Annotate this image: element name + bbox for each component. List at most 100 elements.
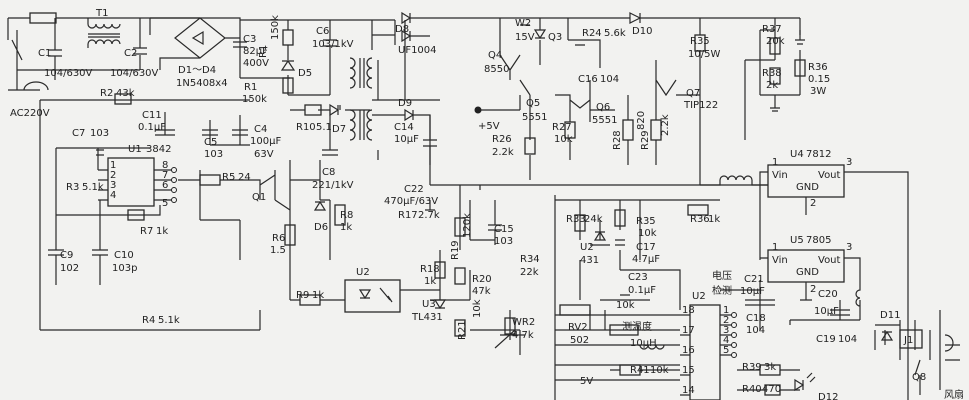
label-c2: C2: [124, 48, 137, 59]
label-fivev: 5V: [580, 376, 593, 387]
label-p18: 18: [682, 305, 695, 316]
label-rv2v: 502: [570, 335, 589, 346]
label-c2v: 104/630V: [110, 68, 159, 79]
label-tenk: 10k: [616, 300, 635, 311]
label-c18v: 104: [746, 325, 765, 336]
label-r10: R10: [296, 122, 316, 133]
label-r36b: R36: [690, 214, 710, 225]
label-r1b: R1: [244, 82, 257, 93]
label-q6v: 5551: [592, 115, 617, 126]
label-r20: R20: [472, 274, 492, 285]
label-r9: R9: [296, 290, 309, 301]
label-vin1: Vin: [772, 170, 788, 181]
label-c5v: 103: [204, 149, 223, 160]
label-p15: 15: [682, 365, 695, 376]
label-c11: C11: [142, 110, 162, 121]
label-r17v: 2.7k: [418, 210, 440, 221]
label-u5p3: 3: [846, 242, 852, 253]
label-r1: R1: [258, 45, 269, 58]
label-c4v2: 63V: [254, 149, 274, 160]
label-r4: R4: [142, 315, 155, 326]
label-r34: R34: [520, 254, 540, 265]
label-q4: Q4: [488, 50, 502, 61]
label-d7: D7: [332, 124, 346, 135]
label-c20: C20: [818, 289, 838, 300]
label-vin2: Vin: [772, 255, 788, 266]
label-r2v: 43k: [116, 88, 135, 99]
label-c3v: 82μF: [243, 46, 268, 57]
label-u4p1: 1: [772, 157, 778, 168]
label-c22: C22: [404, 184, 424, 195]
label-u4: U4: [790, 149, 804, 160]
label-u3: U3: [422, 299, 436, 310]
label-u2b: U2: [580, 242, 594, 253]
label-wr2: WR2: [512, 317, 535, 328]
label-r9v: 1k: [312, 290, 324, 301]
label-r37: R37: [762, 24, 782, 35]
label-c1: C1: [38, 48, 51, 59]
label-p14: 14: [682, 385, 695, 396]
wires: [7, 11, 960, 400]
label-r35b: R35: [636, 216, 656, 227]
label-u1p6: 6: [162, 180, 168, 191]
label-q1: Q1: [252, 192, 266, 203]
label-d8v: UF1004: [398, 45, 437, 56]
label-c15v: 103: [494, 236, 513, 247]
label-r29v: 2.2k: [660, 114, 671, 136]
label-u2bv: 431: [580, 255, 599, 266]
label-q7v: TIP122: [683, 100, 718, 111]
label-r35tv: 10/5W: [688, 49, 720, 60]
label-c4: C4: [254, 124, 267, 135]
label-d10: D10: [632, 26, 652, 37]
label-c8: C8: [322, 167, 335, 178]
label-r26v: 2.2k: [492, 147, 514, 158]
label-w2v: 15V: [515, 32, 535, 43]
label-r3v: 5.1k: [82, 182, 104, 193]
label-r7v: 1k: [156, 226, 168, 237]
label-c6: C6: [316, 26, 329, 37]
label-c19v: 104: [838, 334, 857, 345]
label-q7: Q7: [686, 88, 700, 99]
label-r28v: 820: [636, 111, 647, 130]
label-r33v: 24k: [584, 214, 603, 225]
label-u2opto: U2: [356, 267, 370, 278]
label-r4v: 5.1k: [158, 315, 180, 326]
label-u5p1: 1: [772, 242, 778, 253]
label-u4v: 7812: [806, 149, 831, 160]
label-u4p2: 2: [810, 198, 816, 209]
label-w2: W2: [515, 18, 531, 29]
label-c18: C18: [746, 313, 766, 324]
label-p17: 17: [682, 325, 695, 336]
label-p2: 2: [723, 315, 729, 326]
label-d14: D1～D4: [178, 65, 216, 76]
label-c17: C17: [636, 242, 656, 253]
label-c19: C19: [816, 334, 836, 345]
label-vout1: Vout: [818, 170, 841, 181]
label-r21: R21: [457, 320, 468, 340]
label-r2: R2: [100, 88, 113, 99]
label-c10: C10: [114, 250, 134, 261]
label-q6: Q6: [596, 102, 610, 113]
label-gnd2: GND: [796, 267, 819, 278]
label-r39v: 3k: [764, 362, 776, 373]
label-c7v: 103: [90, 128, 109, 139]
label-u1v: 3842: [146, 144, 171, 155]
label-c20v: 10μF: [814, 306, 839, 317]
label-c8v: 221/1kV: [312, 180, 354, 191]
label-r1bv: 150k: [242, 94, 267, 105]
label-r19: R19: [450, 240, 461, 260]
label-c22v: 470μF/63V: [384, 196, 438, 207]
label-r5: R5: [222, 172, 235, 183]
label-u2c: U2: [692, 291, 706, 302]
label-r17: R17: [398, 210, 418, 221]
label-r40: R40: [742, 384, 762, 395]
label-r40v: 470: [762, 384, 781, 395]
label-q5v: 5551: [522, 112, 547, 123]
label-d6: D6: [314, 222, 328, 233]
label-u1p8: 8: [162, 160, 168, 171]
label-c11v: 0.1μF: [138, 122, 166, 133]
label-r33: R33: [566, 214, 586, 225]
label-r5v: 24: [238, 172, 251, 183]
label-r37v: 20k: [766, 36, 785, 47]
label-q5: Q5: [526, 98, 540, 109]
